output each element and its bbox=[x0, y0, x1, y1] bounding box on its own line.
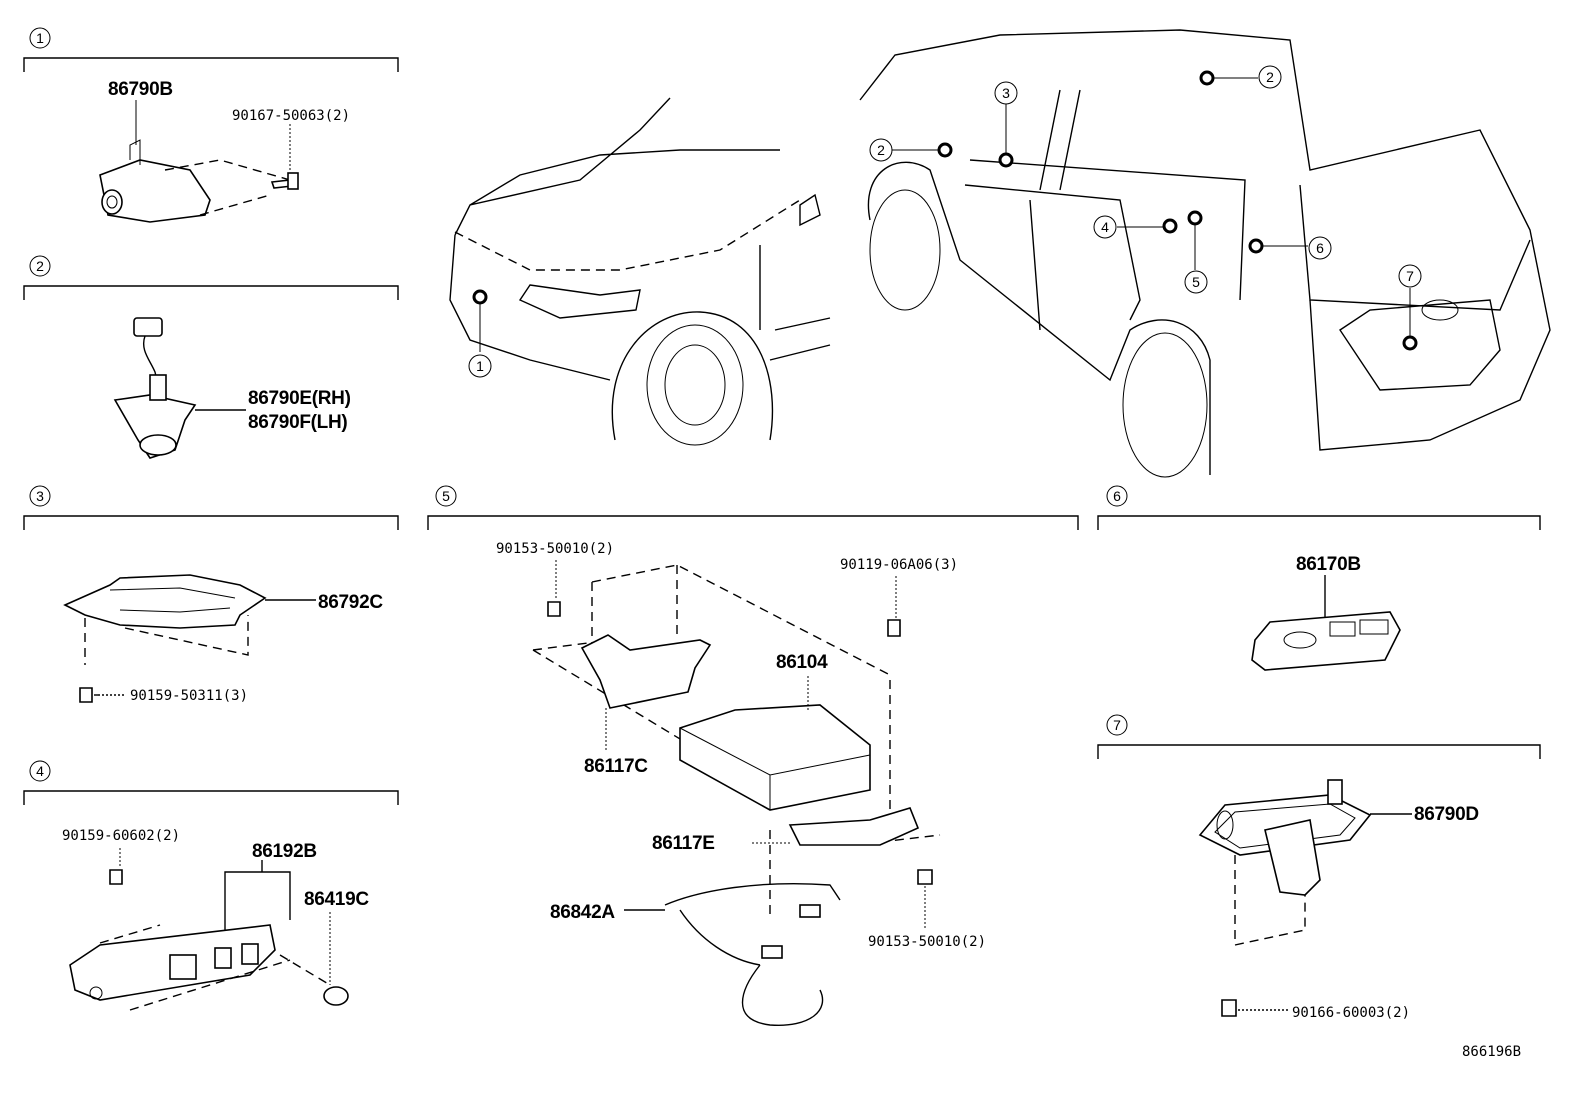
part-86117C[interactable]: 86117C bbox=[584, 756, 649, 777]
camera-location-marker bbox=[472, 289, 488, 305]
rear-vehicle-illustration: 2 3 2 4 5 6 7 bbox=[859, 29, 1551, 478]
camera-location-markers bbox=[937, 70, 1418, 351]
section-3-header: 3 bbox=[23, 485, 399, 530]
part-90167-50063[interactable]: 90167-50063(2) bbox=[232, 108, 350, 124]
svg-text:2: 2 bbox=[1266, 69, 1274, 85]
part-86419C[interactable]: 86419C bbox=[304, 889, 370, 910]
svg-text:7: 7 bbox=[1406, 268, 1414, 284]
section-6-parts: 86170B bbox=[1251, 554, 1401, 671]
section-5-parts: 90153-50010(2) 90119-06A06(3) 86104 8611… bbox=[496, 541, 986, 1026]
svg-text:5: 5 bbox=[442, 488, 450, 504]
section-4-parts: 90159-60602(2) 86192B 86419C bbox=[62, 828, 370, 1011]
section-7-parts: 86790D 90166-60003(2) bbox=[1198, 779, 1479, 1021]
part-90159-60602[interactable]: 90159-60602(2) bbox=[62, 828, 180, 844]
illustration-id: 866196B bbox=[1462, 1044, 1521, 1060]
svg-text:7: 7 bbox=[1113, 717, 1121, 733]
part-86790F-LH[interactable]: 86790F(LH) bbox=[248, 412, 348, 433]
part-86192B[interactable]: 86192B bbox=[252, 841, 317, 862]
section-2-header: 2 bbox=[23, 255, 399, 300]
svg-text:3: 3 bbox=[36, 488, 44, 504]
part-90153-50010-upper[interactable]: 90153-50010(2) bbox=[496, 541, 614, 557]
svg-text:4: 4 bbox=[1101, 219, 1109, 235]
part-86792C[interactable]: 86792C bbox=[318, 592, 384, 613]
svg-text:4: 4 bbox=[36, 763, 44, 779]
section-1-parts: 86790B 90167-50063(2) bbox=[99, 79, 350, 223]
part-90166-60003[interactable]: 90166-60003(2) bbox=[1292, 1005, 1410, 1021]
part-90153-50010-lower[interactable]: 90153-50010(2) bbox=[868, 934, 986, 950]
svg-text:6: 6 bbox=[1113, 488, 1121, 504]
svg-text:1: 1 bbox=[476, 358, 484, 374]
svg-text:6: 6 bbox=[1316, 240, 1324, 256]
part-86842A[interactable]: 86842A bbox=[550, 902, 616, 923]
section-6-header: 6 bbox=[1097, 485, 1541, 530]
part-90119-06A06[interactable]: 90119-06A06(3) bbox=[840, 557, 958, 573]
svg-text:3: 3 bbox=[1002, 85, 1010, 101]
part-86790D[interactable]: 86790D bbox=[1414, 804, 1479, 825]
svg-text:2: 2 bbox=[36, 258, 44, 274]
svg-text:1: 1 bbox=[36, 30, 44, 46]
part-86790E-RH[interactable]: 86790E(RH) bbox=[248, 388, 351, 409]
part-86104[interactable]: 86104 bbox=[776, 652, 828, 673]
part-86790B[interactable]: 86790B bbox=[108, 79, 173, 100]
part-90159-50311[interactable]: 90159-50311(3) bbox=[130, 688, 248, 704]
section-4-header: 4 bbox=[23, 760, 399, 805]
section-5-header: 5 bbox=[427, 485, 1079, 530]
section-2-parts: 86790E(RH) 86790F(LH) bbox=[113, 317, 351, 459]
part-86170B[interactable]: 86170B bbox=[1296, 554, 1361, 575]
svg-text:2: 2 bbox=[877, 142, 885, 158]
part-86117E[interactable]: 86117E bbox=[652, 833, 715, 854]
svg-text:5: 5 bbox=[1192, 274, 1200, 290]
front-vehicle-illustration: 1 bbox=[449, 97, 831, 446]
section-3-parts: 86792C 90159-50311(3) bbox=[63, 574, 384, 704]
section-1-header: 1 bbox=[23, 27, 399, 72]
section-7-header: 7 bbox=[1097, 714, 1541, 759]
